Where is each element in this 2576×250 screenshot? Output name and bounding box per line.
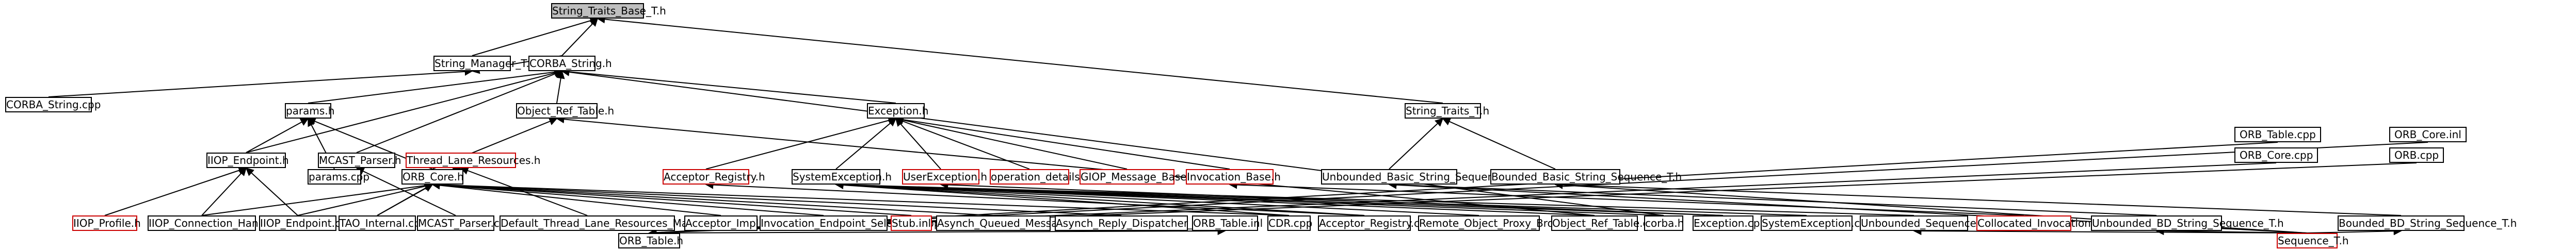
node-invocation-endpoint-selectors-cpp[interactable]: Invocation_Endpoint_Selectors.cpp <box>760 215 941 231</box>
dependency-edge <box>649 227 1226 236</box>
dependency-edge <box>1389 118 1444 170</box>
dependency-edge <box>556 70 565 104</box>
node-params-cpp[interactable]: params.cpp <box>308 169 369 185</box>
node-systemexception-cpp[interactable]: SystemException.cpp <box>1761 215 1873 231</box>
node-thread-lane-resources-h[interactable]: Thread_Lane_Resources.h <box>406 153 540 168</box>
node-iiop-connection-handler-cpp[interactable]: IIOP_Connection_Handler.cpp <box>148 215 299 231</box>
dependency-edge <box>431 180 1290 216</box>
dependency-edge <box>895 115 1230 170</box>
dependency-edge <box>835 180 1365 216</box>
dependency-edge <box>561 68 1664 216</box>
node-orb-core-inl: ORB_Core.inl <box>2389 127 2467 142</box>
node-exception-cpp[interactable]: Exception.cpp <box>1693 215 1766 231</box>
node-orb-cpp: ORB.cpp <box>2389 147 2444 163</box>
node-remote-object-proxy-broker-cpp[interactable]: Remote_Object_Proxy_Broker.cpp <box>1418 215 1591 231</box>
dependency-edge <box>895 117 1030 170</box>
dependency-edge <box>431 180 1122 216</box>
dependency-edge <box>1229 180 2024 216</box>
dependency-edge <box>2307 227 2402 236</box>
dependency-edge <box>835 180 1479 216</box>
node-asynch-queued-message-cpp[interactable]: Asynch_Queued_Message.cpp <box>936 215 1092 231</box>
dependency-edge <box>431 180 912 216</box>
node-bounded-basic-string-sequence[interactable]: Bounded_Basic_String_Sequence_T.h <box>1490 169 1682 185</box>
node-iiop-profile-h[interactable]: IIOP_Profile.h <box>72 215 141 231</box>
node-unbounded-basic-string-sequence[interactable]: Unbounded_Basic_String_Sequence_T.h <box>1321 169 1526 185</box>
node-unbounded-sequence-cdr[interactable]: Unbounded_Sequence_CDR_T.h <box>1860 215 2024 231</box>
node-object-ref-table-cpp[interactable]: Object_Ref_Table.cpp <box>1551 215 1662 231</box>
node-acceptor-registry-cpp[interactable]: Acceptor_Registry.cpp <box>1318 215 1432 231</box>
node-orb-table-cpp: ORB_Table.cpp <box>2234 127 2321 142</box>
dependency-edge <box>297 182 433 216</box>
dependency-edge <box>895 118 941 170</box>
node-systemexception-h[interactable]: SystemException.h <box>792 169 892 185</box>
node-string-traits-base: String_Traits_Base_T.h <box>551 3 666 19</box>
node-corba-string-h[interactable]: CORBA_String.h <box>528 56 612 71</box>
node-string-traits-t[interactable]: String_Traits_T.h <box>1405 103 1489 119</box>
node-orb-table-h[interactable]: ORB_Table.h <box>618 233 683 248</box>
node-orb-core-h[interactable]: ORB_Core.h <box>401 169 464 185</box>
node-iiop-endpoint-h[interactable]: IIOP_Endpoint.h <box>206 153 289 168</box>
dependency-edge <box>377 184 433 216</box>
dependency-edge <box>431 180 994 216</box>
dependency-edge <box>1554 180 2402 216</box>
node-corba-string-cpp[interactable]: CORBA_String.cpp <box>5 97 101 112</box>
node-asynch-reply-dispatcher-base-cpp[interactable]: Asynch_Reply_Dispatcher_Base.cpp <box>1055 215 1241 231</box>
node-sequence-t[interactable]: Sequence_T.h <box>2277 233 2349 248</box>
node-acceptor-impl-cpp[interactable]: Acceptor_Impl.cpp <box>684 215 781 231</box>
dependency-edge <box>705 116 897 170</box>
dependency-edge <box>246 69 563 153</box>
dependency-edge <box>705 180 1365 216</box>
dependency-edge <box>245 167 298 216</box>
node-acceptor-registry-h[interactable]: Acceptor_Registry.h <box>663 169 765 185</box>
node-params-h[interactable]: params.h <box>285 103 334 119</box>
dependency-edge <box>356 168 456 216</box>
dependency-edge <box>835 180 1914 216</box>
dependency-edge <box>1388 180 2157 216</box>
dependency-edge <box>472 16 599 56</box>
node-unbounded-bd-string-sequence[interactable]: Unbounded_BD_String_Sequence_T.h <box>2091 215 2284 231</box>
node-stub-inl[interactable]: Stub.inl <box>891 215 932 231</box>
node-corba-h[interactable]: corba.h <box>1644 215 1684 231</box>
dependency-edge <box>561 18 599 56</box>
dependency-edge <box>940 180 1724 216</box>
dependency-edge <box>201 167 247 216</box>
node-exception-h[interactable]: Exception.h <box>867 103 928 119</box>
node-mcast-parser-h[interactable]: MCAST_Parser.h <box>318 153 401 168</box>
dependency-edge <box>431 181 824 216</box>
node-orb-table-inl[interactable]: ORB_Table.inl <box>1192 215 1263 231</box>
node-operation-details-h[interactable]: operation_details.h <box>990 169 1090 185</box>
node-orb-core-cpp: ORB_Core.cpp <box>2234 147 2319 163</box>
dependency-edge <box>308 68 563 104</box>
node-mcast-parser-cpp[interactable]: MCAST_Parser.cpp <box>417 215 512 231</box>
node-cdr-cpp[interactable]: CDR.cpp <box>1267 215 1312 231</box>
dependency-edge <box>895 116 1128 170</box>
dependency-edge <box>201 181 433 216</box>
node-bounded-bd-string-sequence[interactable]: Bounded_BD_String_Sequence_T.h <box>2338 215 2517 231</box>
dependency-edge <box>835 118 897 170</box>
node-string-manager[interactable]: String_Manager_T.h <box>433 56 536 71</box>
node-userexception-h[interactable]: UserException.h <box>902 169 987 185</box>
node-tao-internal-cpp[interactable]: TAO_Internal.cpp <box>339 215 427 231</box>
dependency-edge <box>561 68 896 104</box>
node-giop-message-base-h[interactable]: GIOP_Message_Base.h <box>1080 169 1197 185</box>
node-invocation-base-h[interactable]: Invocation_Base.h <box>1186 169 1281 185</box>
node-object-ref-table-h[interactable]: Object_Ref_Table.h <box>516 103 614 119</box>
dependency-edge <box>356 70 563 153</box>
dependency-edge <box>1442 118 1556 170</box>
node-default-thread-lane-resources-manager-cpp[interactable]: Default_Thread_Lane_Resources_Manager.cp… <box>500 215 739 231</box>
dependency-edge <box>1913 227 2308 236</box>
dependency-edge <box>431 181 721 216</box>
dependency-edge <box>597 15 1443 104</box>
node-iiop-endpoint-cpp[interactable]: IIOP_Endpoint.cpp <box>259 215 353 231</box>
dependency-edge <box>246 118 309 153</box>
dependency-edge <box>104 166 247 216</box>
node-collocated-invocation-h[interactable]: Collocated_Invocation.h <box>1976 215 2101 231</box>
dependency-edge <box>48 67 473 97</box>
